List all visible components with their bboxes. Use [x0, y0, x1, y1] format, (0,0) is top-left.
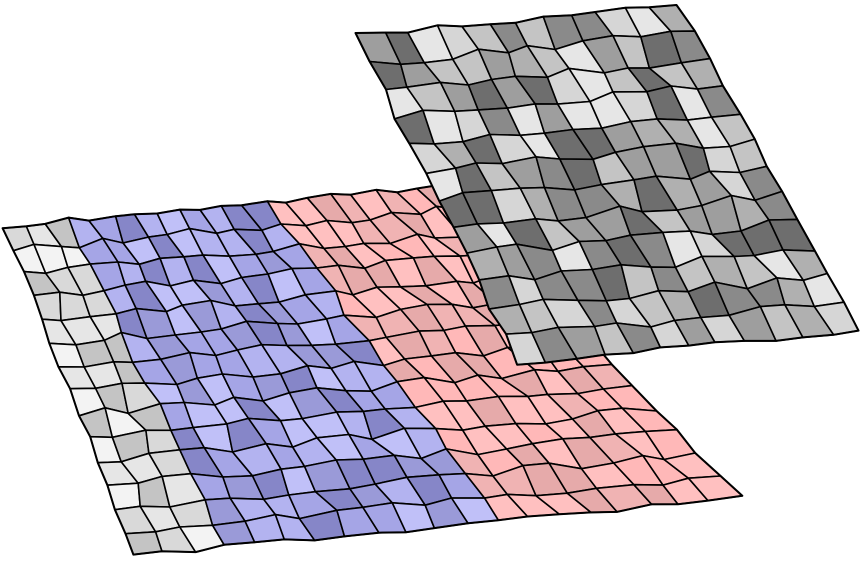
back-surface-outline	[354, 4, 860, 366]
back-surface	[354, 4, 860, 366]
front-surface-outline	[1, 184, 744, 556]
white-gray-band-cell	[106, 482, 141, 511]
